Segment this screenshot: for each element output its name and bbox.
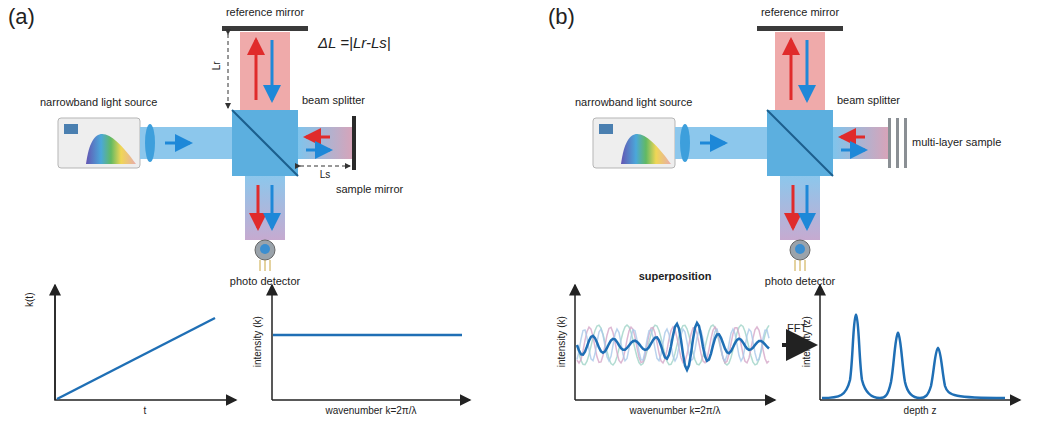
- part-label: beam splitter: [302, 94, 365, 107]
- axis-label: k(t): [24, 293, 36, 307]
- interferometer-b: [593, 26, 889, 271]
- lr-dimension: [228, 34, 229, 108]
- flat-spectrum: [273, 334, 462, 337]
- part-label: reference mirror: [226, 6, 304, 19]
- panel-letter: (b): [548, 4, 575, 29]
- axis-label: depth z: [904, 405, 937, 417]
- multi-layer-sample: [888, 118, 907, 168]
- graph-axes: [55, 285, 1020, 400]
- sample-mirror: [352, 116, 356, 170]
- part-label: reference mirror: [761, 6, 839, 19]
- axis-label: intensity (k): [252, 316, 264, 367]
- part-label: narrowband light source: [575, 96, 692, 109]
- superposition-waves: [577, 323, 769, 370]
- part-label: photo detector: [230, 275, 300, 288]
- ls-dimension: [300, 166, 350, 167]
- axis-label: t: [144, 405, 147, 417]
- illustration-part: [272, 399, 470, 401]
- illustration-part: [574, 285, 576, 400]
- graph-title: superposition: [639, 270, 712, 283]
- dimension: ΔL =|Lr-Ls|: [318, 34, 391, 51]
- part-label: photo detector: [765, 275, 835, 288]
- illustration-part: [54, 285, 56, 400]
- axis-label: intensity (z): [801, 316, 813, 367]
- axis-label: wavenumber k=2π/λ: [629, 405, 720, 417]
- part-label: narrowband light source: [40, 96, 157, 109]
- illustration-part: [904, 118, 907, 168]
- illustration-part: [819, 285, 821, 400]
- axis-label: intensity (k): [556, 316, 568, 367]
- axis-label: wavenumber k=2π/λ: [325, 405, 416, 417]
- interferometer-a: [58, 26, 354, 271]
- part-label: sample mirror: [336, 183, 403, 196]
- illustration-part: [55, 288, 236, 400]
- illustration-part: [896, 118, 899, 168]
- dimension: Lr: [210, 62, 222, 71]
- part-label: beam splitter: [837, 94, 900, 107]
- illustration-part: [888, 118, 891, 168]
- illustration-part: [271, 285, 273, 400]
- dimension: Ls: [320, 169, 331, 181]
- illustration-part: [820, 399, 1020, 401]
- illustration-part: [575, 399, 775, 401]
- panel-letter: (a): [8, 4, 35, 29]
- part-label: multi-layer sample: [912, 136, 1001, 149]
- depth-profile: [822, 315, 1005, 398]
- wave-stroke: [577, 323, 769, 370]
- k-t-line: [57, 318, 215, 399]
